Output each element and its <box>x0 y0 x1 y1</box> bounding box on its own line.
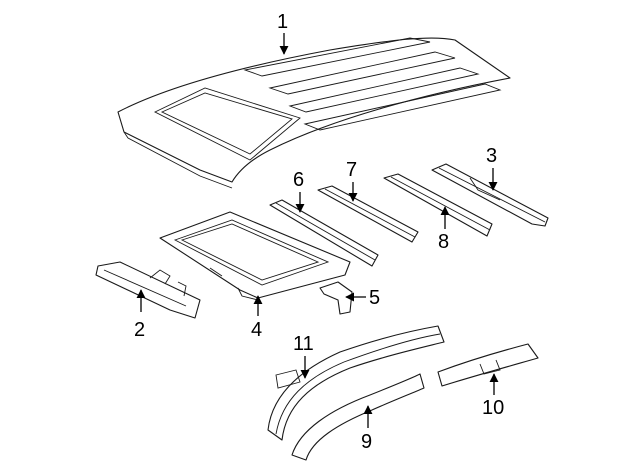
roof-bow-6 <box>269 199 379 267</box>
callout-6: 6 <box>293 169 304 191</box>
callout-1: 1 <box>277 11 288 33</box>
callout-9: 9 <box>361 431 372 453</box>
rear-header <box>431 163 549 227</box>
front-header-bracket <box>95 261 201 319</box>
callout-10: 10 <box>482 397 504 419</box>
roof-bow-8 <box>383 173 493 237</box>
rear-side-rail <box>437 343 539 387</box>
callout-8: 8 <box>438 231 449 253</box>
callout-4: 4 <box>251 319 262 341</box>
callout-2: 2 <box>134 319 145 341</box>
callout-11: 11 <box>293 333 314 355</box>
roof-panel <box>117 37 511 189</box>
side-rail-outer <box>267 325 445 441</box>
side-rail-inner <box>291 373 425 461</box>
callout-3: 3 <box>486 145 497 167</box>
callout-7: 7 <box>346 159 357 181</box>
small-bracket <box>319 281 353 315</box>
callout-5: 5 <box>369 287 380 309</box>
sunroof-reinforcement <box>159 211 351 301</box>
roof-bow-7 <box>317 185 419 243</box>
